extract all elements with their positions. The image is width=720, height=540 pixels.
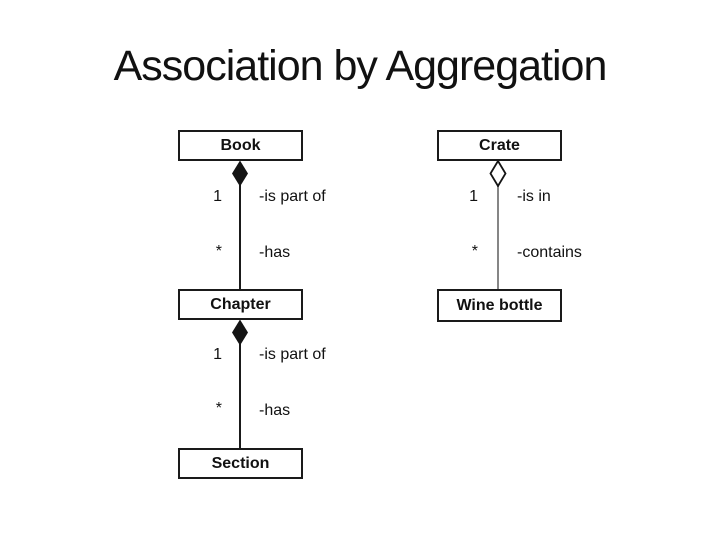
role-label: -has (259, 244, 291, 261)
class-box-chapter: Chapter (178, 289, 303, 320)
multiplicity-label: 1 (213, 188, 222, 205)
multiplicity-label: 1 (213, 346, 222, 363)
class-name-section: Section (211, 454, 270, 472)
association-line-book-chapter (239, 184, 241, 290)
aggregation-diamond-icon (489, 159, 507, 188)
association-line-chapter-section (239, 344, 241, 450)
composition-diamond-icon (231, 160, 249, 187)
slide-title: Association by Aggregation (113, 42, 608, 90)
multiplicity-label: * (215, 400, 222, 417)
class-name-crate: Crate (479, 136, 520, 154)
role-label: -is part of (259, 346, 326, 363)
class-box-section: Section (178, 448, 303, 479)
multiplicity-label: * (471, 243, 478, 260)
class-box-wine-bottle: Wine bottle (437, 289, 562, 322)
composition-diamond-icon (231, 319, 249, 346)
role-label: -is part of (259, 188, 326, 205)
role-label: -has (259, 402, 291, 419)
multiplicity-label: 1 (469, 188, 478, 205)
association-line-crate-winebottle (497, 185, 499, 290)
class-name-chapter: Chapter (210, 295, 271, 313)
role-label: -is in (517, 188, 551, 205)
class-name-book: Book (220, 136, 261, 154)
class-box-book: Book (178, 130, 303, 161)
class-name-wine-bottle: Wine bottle (456, 296, 543, 314)
class-box-crate: Crate (437, 130, 562, 161)
role-label: -contains (517, 244, 582, 261)
multiplicity-label: * (215, 243, 222, 260)
